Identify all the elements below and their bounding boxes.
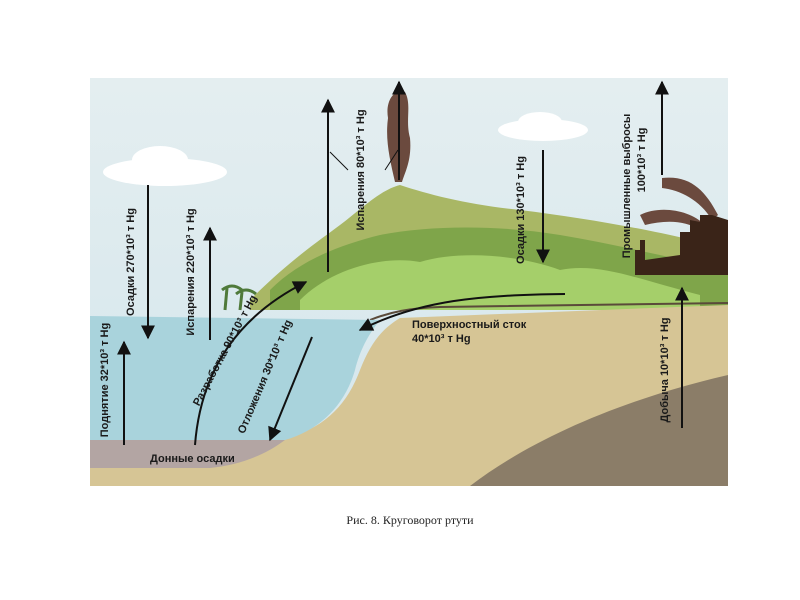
label-runoff-1: Поверхностный сток — [412, 319, 527, 331]
label-uplift: Поднятие 32*10³ т Hg — [99, 323, 111, 437]
label-industrial-2: 100*10³ т Hg — [636, 128, 648, 193]
arrow-deposits — [268, 336, 313, 442]
flow-arrows — [117, 80, 689, 446]
leader-line-evap-left — [329, 151, 349, 171]
label-extraction: Добыча 10*10³ т Hg — [659, 317, 671, 422]
label-runoff-2: 40*10³ т Hg — [412, 333, 471, 345]
ground-line — [369, 302, 728, 321]
label-evap-ocean: Испарения 220*10³ т Hg — [185, 208, 197, 335]
arrow-runoff — [358, 293, 566, 331]
label-precip-land: Осадки 130*10³ т Hg — [515, 156, 527, 264]
bedrock — [470, 375, 728, 486]
figure-caption: Рис. 8. Круговорот ртути — [346, 513, 474, 527]
palm-trees — [221, 284, 257, 311]
arrow-mining-dev — [194, 281, 308, 446]
label-evap-land: Испарения 80*10³ т Hg — [355, 109, 367, 230]
label-precip-ocean: Осадки 270*10³ т Hg — [125, 208, 137, 316]
bottom-sediments — [90, 440, 285, 468]
label-bottom-sediments: Донные осадки — [150, 453, 235, 465]
label-industrial-1: Промышленные выбросы — [621, 114, 633, 258]
leader-line-evap-right — [384, 149, 399, 171]
bushes — [300, 255, 700, 310]
factory-smoke — [640, 177, 718, 230]
factory — [635, 215, 728, 275]
